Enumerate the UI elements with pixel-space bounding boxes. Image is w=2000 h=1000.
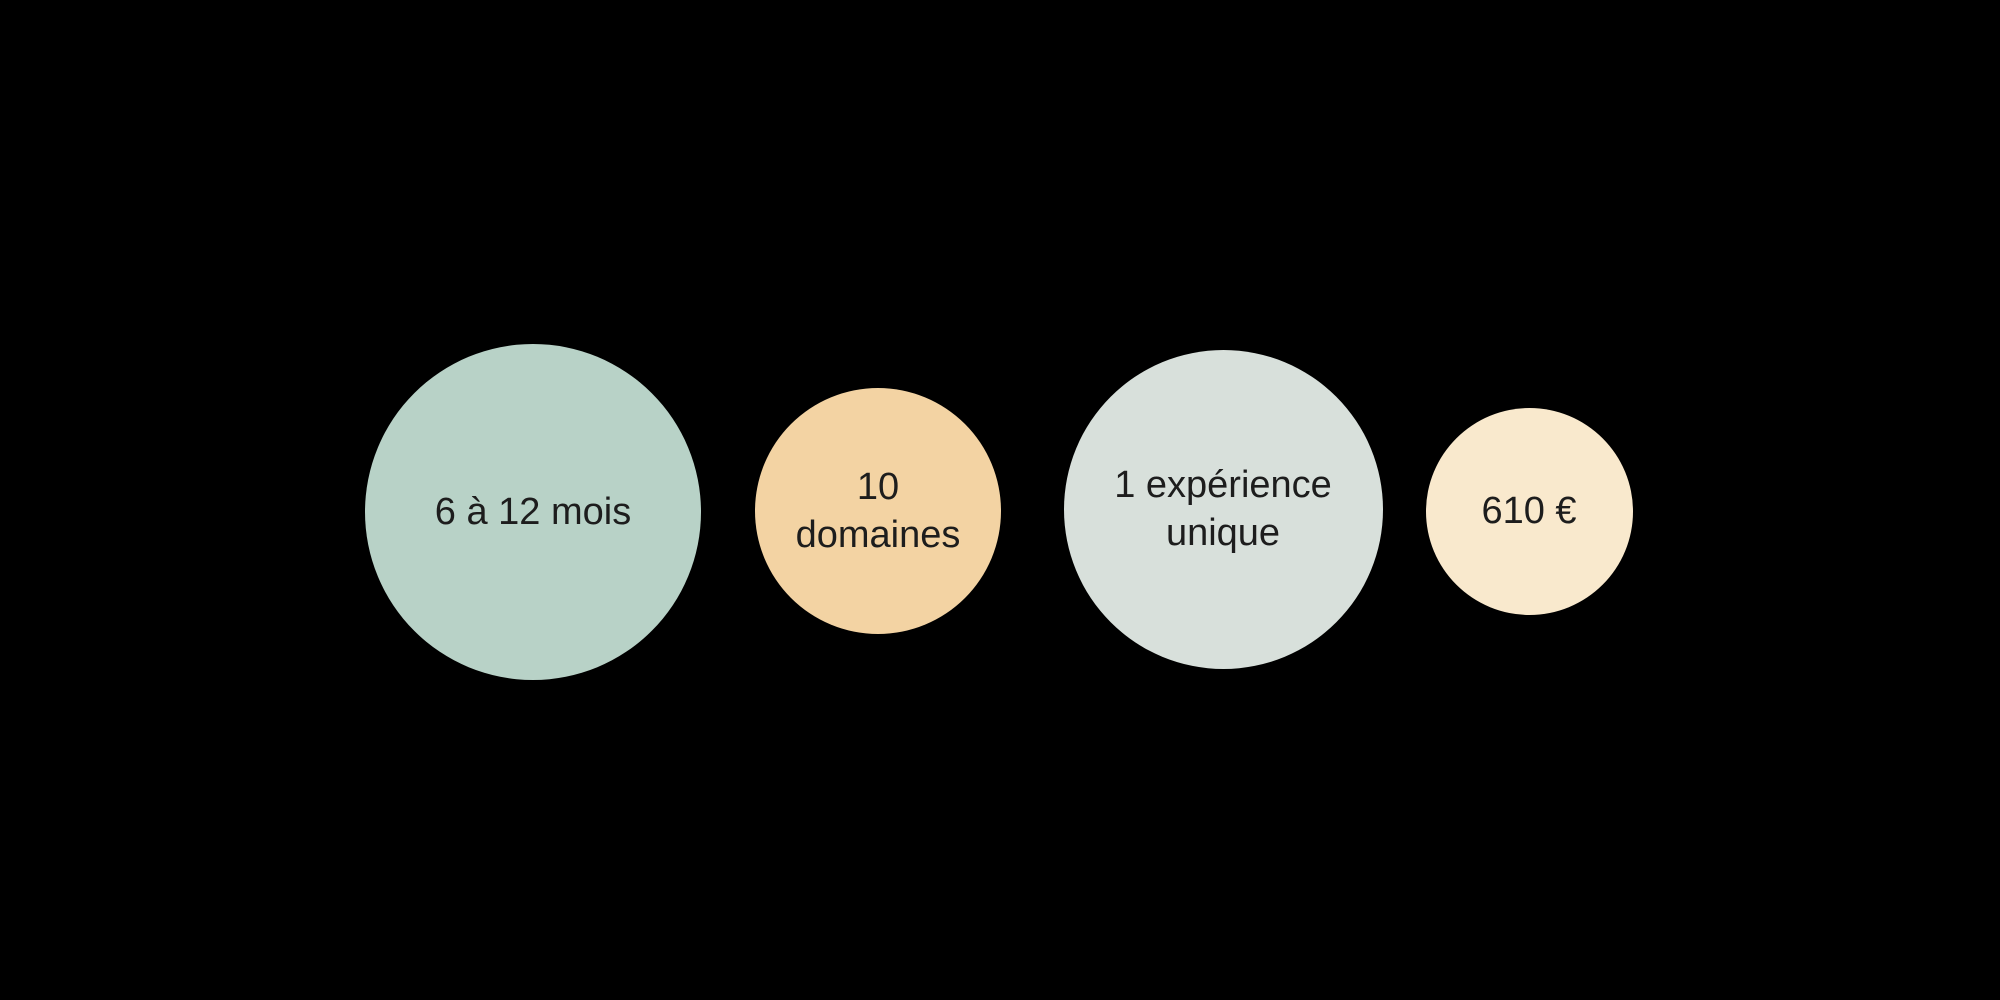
bubble-duration-label: 6 à 12 mois: [434, 491, 632, 533]
bubble-domains-label: 10 domaines: [795, 466, 961, 556]
bubble-duration: 6 à 12 mois: [365, 344, 701, 680]
bubble-experience-label: 1 expérience unique: [1114, 464, 1332, 554]
bubble-price-label: 610 €: [1481, 490, 1577, 532]
bubble-price: 610 €: [1425, 407, 1633, 615]
bubble-domains: 10 domaines: [755, 388, 1001, 634]
bubble-experience: 1 expérience unique: [1063, 349, 1383, 669]
